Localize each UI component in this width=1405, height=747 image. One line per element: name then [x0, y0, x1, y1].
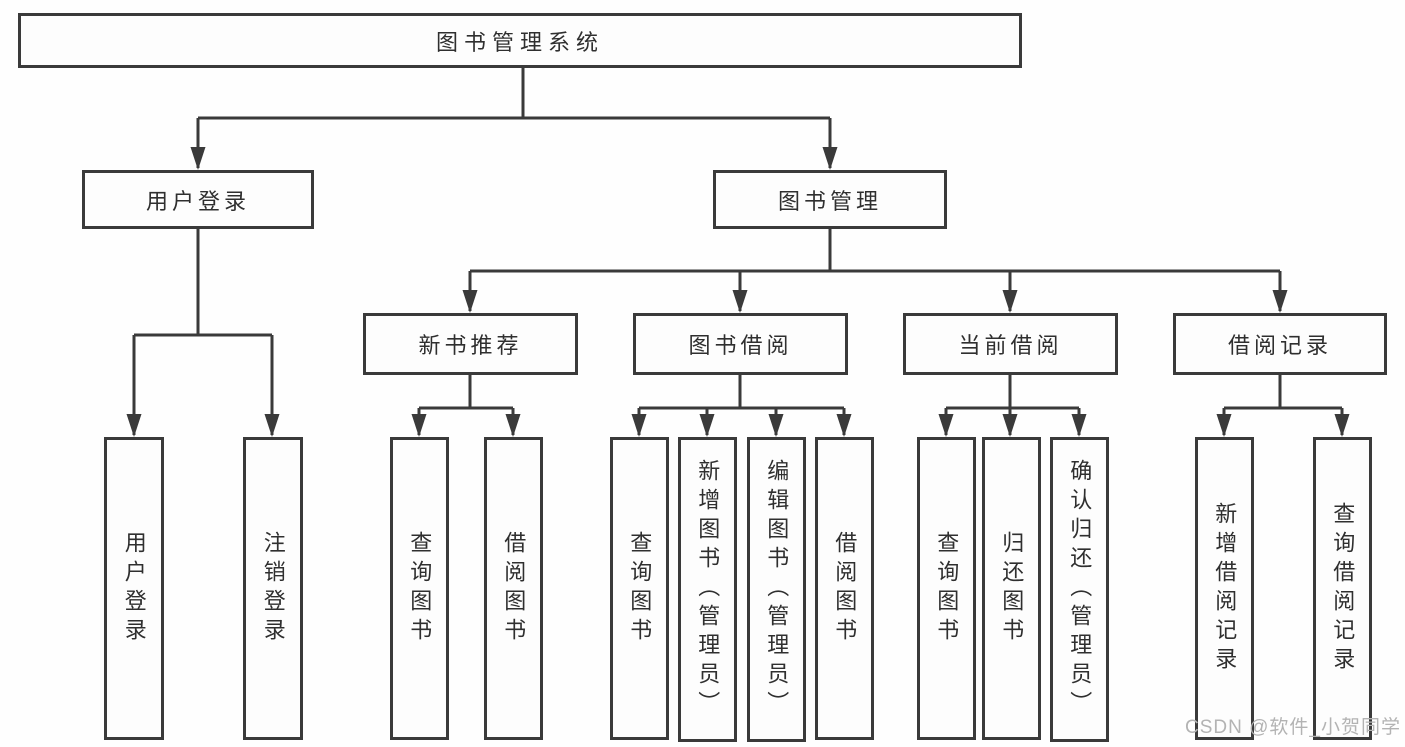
node-label: 借阅记录 [1227, 333, 1332, 358]
node-label: 借阅图书 [832, 530, 858, 647]
csdn-watermark: CSDN @软件_小贺同学 [1185, 717, 1401, 738]
node-borrowing-records: 借阅记录 [1173, 313, 1387, 375]
node-label: 借阅图书 [501, 530, 527, 647]
leaf-borrow-books-recommend: 借阅图书 [484, 437, 543, 740]
node-label: 图书管理系统 [435, 29, 604, 55]
node-new-book-recommend: 新书推荐 [363, 313, 578, 375]
leaf-logout: 注销登录 [243, 437, 303, 740]
connector-borrowing-records [1222, 375, 1344, 435]
node-label: 用户登录 [145, 188, 250, 214]
connector-book-management [468, 229, 1282, 311]
leaf-borrow-books: 借阅图书 [815, 437, 874, 740]
connector-book-borrowing [637, 375, 846, 435]
leaf-user-login: 用户登录 [104, 437, 164, 740]
node-label: 用户登录 [121, 530, 147, 647]
node-label: 查询图书 [407, 530, 433, 647]
node-label: 新增图书（管理员） [695, 459, 721, 720]
leaf-confirm-return-admin: 确认归还（管理员） [1050, 437, 1109, 742]
connector-user-login [132, 229, 274, 435]
node-label: 新书推荐 [418, 333, 523, 358]
leaf-return-book: 归还图书 [982, 437, 1041, 740]
node-label: 图书管理 [777, 188, 882, 214]
leaf-add-borrow-record: 新增借阅记录 [1195, 437, 1254, 740]
node-label: 查询图书 [934, 530, 960, 647]
leaf-edit-book-admin: 编辑图书（管理员） [747, 437, 806, 742]
leaf-query-books-current: 查询图书 [917, 437, 976, 740]
node-label: 新增借阅记录 [1212, 501, 1238, 676]
node-label: 注销登录 [260, 530, 286, 647]
leaf-query-borrow-record: 查询借阅记录 [1313, 437, 1372, 740]
node-label: 查询借阅记录 [1330, 501, 1356, 676]
node-label: 当前借阅 [958, 333, 1063, 358]
leaf-query-books-borrowing: 查询图书 [610, 437, 669, 740]
node-current-borrowing: 当前借阅 [903, 313, 1118, 375]
node-user-login: 用户登录 [82, 170, 314, 229]
node-label: 确认归还（管理员） [1067, 459, 1093, 720]
connector-new-book-recommend [417, 375, 515, 435]
node-label: 图书借阅 [688, 333, 793, 358]
node-book-management: 图书管理 [713, 170, 947, 229]
node-book-borrowing: 图书借阅 [633, 313, 848, 375]
leaf-add-book-admin: 新增图书（管理员） [678, 437, 737, 742]
node-library-management-system: 图书管理系统 [18, 13, 1022, 68]
leaf-query-books-recommend: 查询图书 [390, 437, 449, 740]
node-label: 归还图书 [999, 530, 1025, 647]
connector-root [196, 68, 832, 168]
node-label: 编辑图书（管理员） [764, 459, 790, 720]
node-label: 查询图书 [627, 530, 653, 647]
